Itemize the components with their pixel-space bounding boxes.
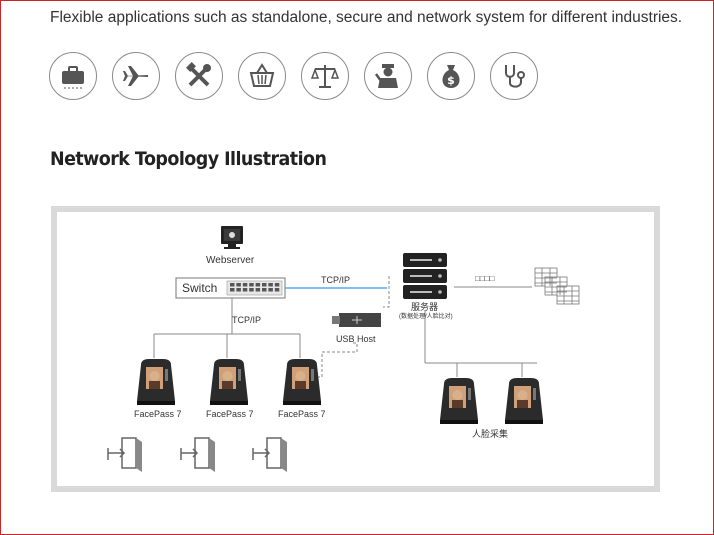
facepass-label-3: FacePass 7 [278,409,326,419]
database-tables-icon [534,267,580,305]
server-to-enroll-lines [424,310,537,377]
door-icon-3 [252,437,287,472]
switch-to-devices-lines [153,298,301,358]
usb-stick-icon [332,313,381,327]
tcpip-top-label: TCP/IP [321,275,351,285]
server-label: 服务器 [411,302,439,312]
facepass-label-1: FacePass 7 [134,409,182,419]
enroll-device-2 [505,378,543,424]
tcpip-left-label: TCP/IP [232,315,262,325]
webserver-label: Webserver [206,255,255,266]
svg-text:$: $ [447,74,455,87]
network-topology-diagram: Webserver Switch TCP/IP TCP/IP USB Host … [51,206,660,492]
tagline: Flexible applications such as standalone… [50,9,683,26]
switch-label: Switch [182,281,218,295]
briefcase-icon [49,52,97,100]
webserver-icon [221,226,243,249]
usb-link [383,276,390,308]
enroll-device-1 [440,378,478,424]
facepass-device-3 [283,359,321,405]
server-icon [403,253,447,299]
door-icon-1 [107,437,142,472]
section-title: Network Topology Illustration [50,148,327,170]
door-icon-2 [180,437,215,472]
topology-drawing [107,226,580,472]
server-sublabel: (数据处理/人脸比对) [399,314,453,320]
facepass-label-2: FacePass 7 [206,409,254,419]
tools-icon [175,52,223,100]
facepass-device-2 [210,359,248,405]
data-label: □□□□ [475,274,495,283]
usb-host-label: USB Host [336,334,376,344]
enroll-label: 人脸采集 [472,429,509,439]
facepass-device-1 [137,359,175,405]
security-guard-icon [364,52,412,100]
scales-icon [301,52,349,100]
airplane-icon [112,52,160,100]
shopping-basket-icon [238,52,286,100]
money-bag-icon: $ [427,52,475,100]
stethoscope-icon [490,52,538,100]
industry-icon-row: $ [49,52,549,104]
